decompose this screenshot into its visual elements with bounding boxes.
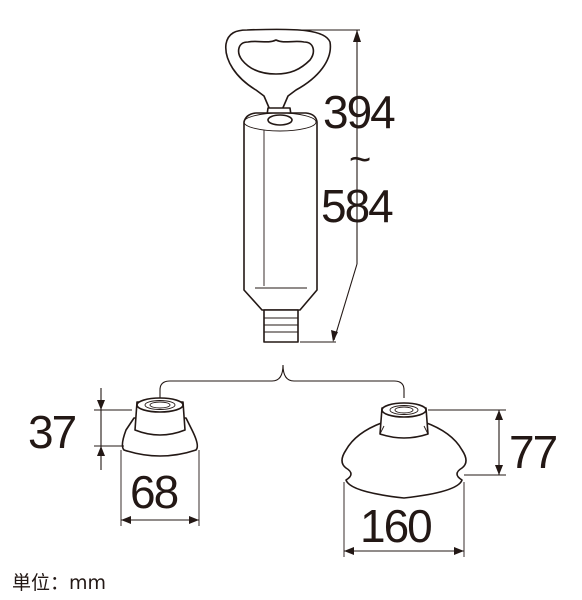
large-cup-bell <box>341 421 467 499</box>
pump-shaft <box>267 114 293 126</box>
small-cup-illustration <box>121 397 199 457</box>
small-cup-mouth <box>136 397 184 413</box>
pump-handle-grip-opening <box>237 39 315 75</box>
large-cup-height-label: 77 <box>509 426 557 478</box>
unit-label: 単位：mm <box>12 572 107 594</box>
small-cup-diameter-dimension <box>120 450 200 526</box>
pump-length-min-label: 394 <box>323 86 395 138</box>
pump-length-max-label: 584 <box>321 180 393 232</box>
small-cup-diameter-label: 68 <box>130 466 178 518</box>
pump-cylinder <box>243 112 318 311</box>
small-cup-height-label: 37 <box>28 406 76 458</box>
large-cup-mouth <box>381 402 427 418</box>
pump-nozzle <box>263 309 299 343</box>
pump-illustration <box>225 28 332 343</box>
large-cup-thread <box>389 405 419 415</box>
large-cup-height-dimension <box>428 409 506 476</box>
connector-lines <box>159 364 405 398</box>
large-cup-diameter-label: 160 <box>360 500 431 552</box>
large-cup-diameter-dimension <box>343 482 465 557</box>
pump-cylinder-top <box>243 112 317 132</box>
pump-length-range-mark: ~ <box>349 139 370 181</box>
large-cup-illustration <box>341 402 467 499</box>
small-cup-thread <box>144 400 176 410</box>
small-cup-height-dimension <box>94 388 132 470</box>
pump-length-dimension <box>300 29 361 343</box>
